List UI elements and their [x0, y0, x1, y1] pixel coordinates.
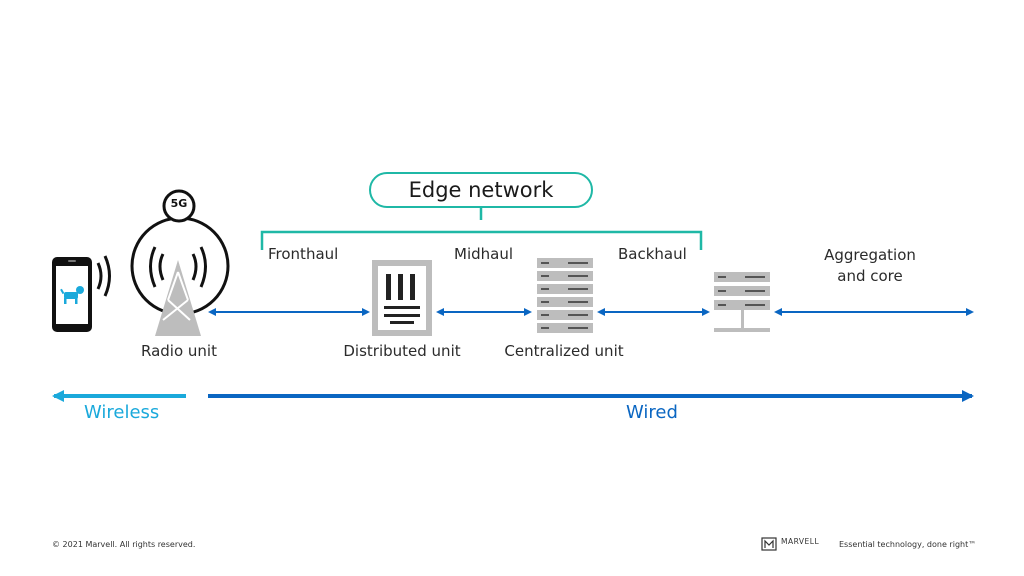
edge-network-title: Edge network	[408, 178, 554, 202]
wired-label: Wired	[626, 402, 678, 423]
marvell-logo-icon	[761, 537, 777, 551]
tagline-text: Essential technology, done right™	[839, 540, 977, 549]
midhaul-label: Midhaul	[454, 245, 514, 263]
brand-name: MARVELL	[781, 537, 820, 546]
dog-icon	[60, 286, 84, 304]
edge-network-box: Edge network	[369, 172, 593, 208]
server-rack-icon	[537, 258, 593, 333]
smartphone-icon	[52, 255, 111, 332]
aggregation-label-line2: and core	[837, 267, 903, 285]
cell-tower-icon	[130, 189, 230, 336]
edge-network-bracket	[260, 208, 703, 250]
wireless-label: Wireless	[84, 402, 160, 423]
radio-unit-label: Radio unit	[141, 342, 217, 360]
copyright-text: © 2021 Marvell. All rights reserved.	[52, 540, 196, 549]
fronthaul-label: Fronthaul	[268, 245, 339, 263]
distributed-unit-label: Distributed unit	[343, 342, 461, 360]
aggregation-label-line1: Aggregation	[824, 246, 916, 264]
5g-badge: 5G	[170, 197, 188, 210]
aggregation-label: Aggregation and core	[800, 245, 940, 287]
centralized-unit-label: Centralized unit	[504, 342, 624, 360]
distributed-unit-icon	[372, 260, 432, 336]
marvell-brand: MARVELL	[761, 537, 819, 546]
server-icon	[714, 272, 770, 332]
backhaul-label: Backhaul	[618, 245, 687, 263]
